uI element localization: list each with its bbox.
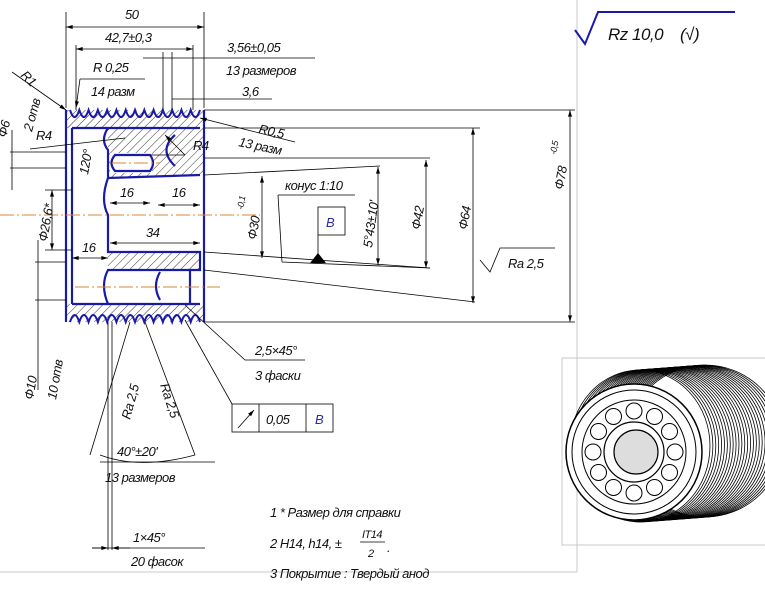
dia-26-6-label: Ф26,6* xyxy=(35,201,57,242)
holes-10-label: 10 отв xyxy=(44,358,66,401)
pitch-end-label: 3,6 xyxy=(242,84,260,99)
flank-count-label: 13 размеров xyxy=(105,470,176,485)
general-roughness-symbol: Rz 10,0 (√) xyxy=(574,11,735,47)
radius-05-label: R0,5 xyxy=(257,121,286,141)
technical-notes: 1 * Размер для справки 2 H14, h14, ± IT1… xyxy=(269,505,430,581)
ball-pocket xyxy=(646,479,663,497)
n2-num-label: IT14 xyxy=(362,529,382,541)
radius-025-label: R 0,25 xyxy=(93,60,130,75)
groove-teeth xyxy=(69,106,201,118)
len-16-b-label: 16 xyxy=(172,185,187,200)
ball-pocket xyxy=(646,407,663,425)
note-1: 1 * Размер для справки xyxy=(270,505,401,520)
dimension-lines xyxy=(10,12,575,550)
dia-30-tol-label: -0,1 xyxy=(235,195,247,211)
pitch-label: 3,56±0,05 xyxy=(227,40,282,55)
angle-120-label: 120° xyxy=(76,148,95,175)
r1-label: R1 xyxy=(18,68,40,90)
ball-pocket xyxy=(666,443,684,461)
dimension-labels: 50 42,7±0,3 3,56±0,05 13 размеров 3,6 R … xyxy=(0,7,570,569)
len-34-label: 34 xyxy=(146,225,160,240)
small-chamfer-label: 1×45° xyxy=(133,530,165,545)
len-16-a-label: 16 xyxy=(120,185,135,200)
ball-pocket xyxy=(661,423,679,440)
runout-datum-label: B xyxy=(315,412,324,427)
ball-pocket xyxy=(589,423,607,440)
part-section-view xyxy=(0,106,260,326)
taper-angle-label: 5°43±10' xyxy=(360,199,382,249)
r4-left-label: R4 xyxy=(36,128,52,143)
dia-64-label: Ф64 xyxy=(455,205,474,231)
dia-78-label: Ф78 xyxy=(551,164,570,191)
ball-pocket xyxy=(589,464,607,481)
small-chamfer-count-label: 20 фасок xyxy=(130,554,184,569)
ball-pocket xyxy=(625,402,643,420)
radius-025-count-label: 14 разм xyxy=(91,84,135,99)
datum-label: B xyxy=(326,215,335,230)
chamfer-label: 2,5×45° xyxy=(254,343,297,358)
taper-label: конус 1:10 xyxy=(285,178,344,193)
3d-preview[interactable] xyxy=(561,357,765,546)
note-3: 3 Покрытие : Твердый анод xyxy=(270,566,429,581)
ra-flank-2-label: Ra 2,5 xyxy=(157,381,183,420)
note-2: 2 H14, h14, ± xyxy=(269,536,342,551)
runout-value-label: 0,05 xyxy=(266,412,291,427)
chamfer-count-label: 3 фаски xyxy=(255,368,301,383)
ball-pocket xyxy=(605,479,622,497)
ball-pocket xyxy=(605,407,622,425)
overall-length-label: 50 xyxy=(125,7,140,22)
datum-triangle xyxy=(310,253,326,263)
ball-pocket xyxy=(661,464,679,481)
len-16-c-label: 16 xyxy=(82,240,97,255)
groove-teeth xyxy=(69,314,201,326)
ball-pocket xyxy=(584,443,602,461)
dia-6-label: Ф6 xyxy=(0,118,14,139)
n2-suffix-label: . xyxy=(387,540,390,555)
runout-arrow-icon xyxy=(237,409,255,429)
dia-42-label: Ф42 xyxy=(408,204,427,231)
ball-pocket xyxy=(625,484,643,502)
flank-angle-label: 40°±20' xyxy=(117,444,158,459)
dia-10-label: Ф10 xyxy=(21,374,40,401)
runout-tolerance-frame: 0,05 B xyxy=(231,403,334,433)
label-label: Rz 10,0 xyxy=(608,25,664,44)
pitch-count-label: 13 размеров xyxy=(226,63,297,78)
suffix-label: (√) xyxy=(680,25,699,44)
n2-den-label: 2 xyxy=(367,548,374,560)
ra-flank-1-label: Ra 2,5 xyxy=(118,382,142,421)
dia-78-tol-label: -0,5 xyxy=(548,139,560,156)
r4-right-label: R4 xyxy=(193,138,209,153)
ra-bore-label: Ra 2,5 xyxy=(508,256,545,271)
dia-30-label: Ф30 xyxy=(244,214,263,241)
groove-span-label: 42,7±0,3 xyxy=(105,30,153,45)
